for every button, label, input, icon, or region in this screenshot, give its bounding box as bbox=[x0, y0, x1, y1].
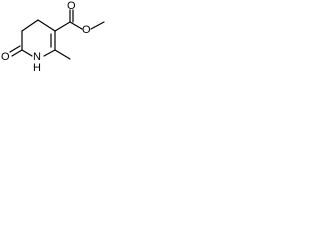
chemical-structure: O O O N H bbox=[1, 0, 105, 74]
atom-ester-oxygen-double: O bbox=[67, 0, 76, 12]
bond-c2-n1 bbox=[21, 49, 33, 57]
atom-ester-oxygen-single: O bbox=[82, 24, 91, 36]
bond-o-methyl bbox=[90, 21, 105, 30]
bond-n1-c6 bbox=[43, 49, 56, 57]
atom-nh-hydrogen: H bbox=[33, 62, 41, 74]
atom-carbonyl-oxygen: O bbox=[1, 51, 10, 63]
bond-c2-o-double bbox=[9, 45, 21, 53]
bond-c5-ester-c bbox=[54, 21, 71, 32]
atom-ring-nitrogen: N bbox=[33, 51, 41, 63]
bond-c4-c5 bbox=[37, 19, 56, 32]
bond-c6-methyl bbox=[54, 49, 71, 60]
bond-c4-c3 bbox=[21, 19, 39, 32]
bond-ester-c-o-single bbox=[69, 21, 83, 30]
bond-c2-o bbox=[11, 49, 23, 57]
